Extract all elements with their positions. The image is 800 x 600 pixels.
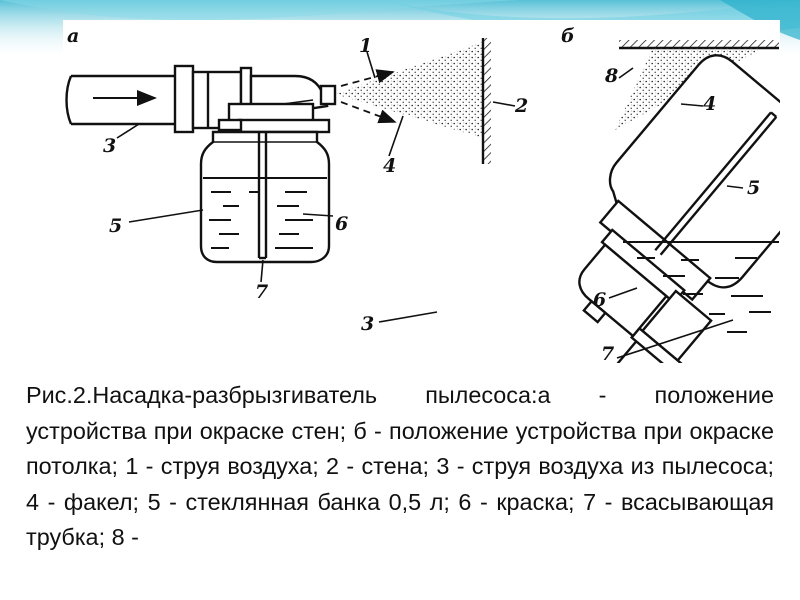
jar-lid-a xyxy=(217,102,331,134)
callout-4-a: 4 xyxy=(383,155,396,177)
callout-3-b: 3 xyxy=(361,313,374,335)
callout-7-b: 7 xyxy=(601,343,614,363)
leader-lines-b xyxy=(378,67,744,359)
callout-6-b: 6 xyxy=(593,289,606,311)
ceiling-b xyxy=(619,40,779,50)
callout-8-b: 8 xyxy=(604,65,618,87)
leader-lines-a xyxy=(116,51,516,283)
callout-5-b: 5 xyxy=(747,177,760,199)
panel-a-letter: а xyxy=(67,25,79,47)
tilted-assembly-b xyxy=(559,54,780,363)
panel-b-letter: б xyxy=(561,25,575,47)
air-jet-arrows-a xyxy=(340,69,397,124)
suction-tube-b xyxy=(654,111,778,256)
callout-3-a: 3 xyxy=(103,135,116,157)
callout-2-a: 2 xyxy=(514,95,528,117)
figure-caption: Рис.2.Насадка-разбрызгиватель пылесоса:а… xyxy=(26,382,774,550)
paint-b xyxy=(623,241,779,333)
figure-panel: а xyxy=(63,20,780,363)
panel-a: а xyxy=(65,25,528,303)
callout-5-a: 5 xyxy=(109,215,122,237)
callout-1-a: 1 xyxy=(359,35,372,57)
spray-plume-a xyxy=(335,42,483,138)
suction-tube-a xyxy=(257,132,268,260)
sprayer-diagram: а xyxy=(65,25,780,363)
wall-a xyxy=(481,38,491,164)
nozzle-b xyxy=(578,243,669,338)
callout-4-b: 4 xyxy=(703,93,716,115)
panel-b: б xyxy=(361,25,780,363)
coupling-a xyxy=(173,64,337,134)
callout-7-a: 7 xyxy=(255,281,268,303)
inlet-pipe-a xyxy=(65,74,183,126)
callout-6-a: 6 xyxy=(335,213,348,235)
